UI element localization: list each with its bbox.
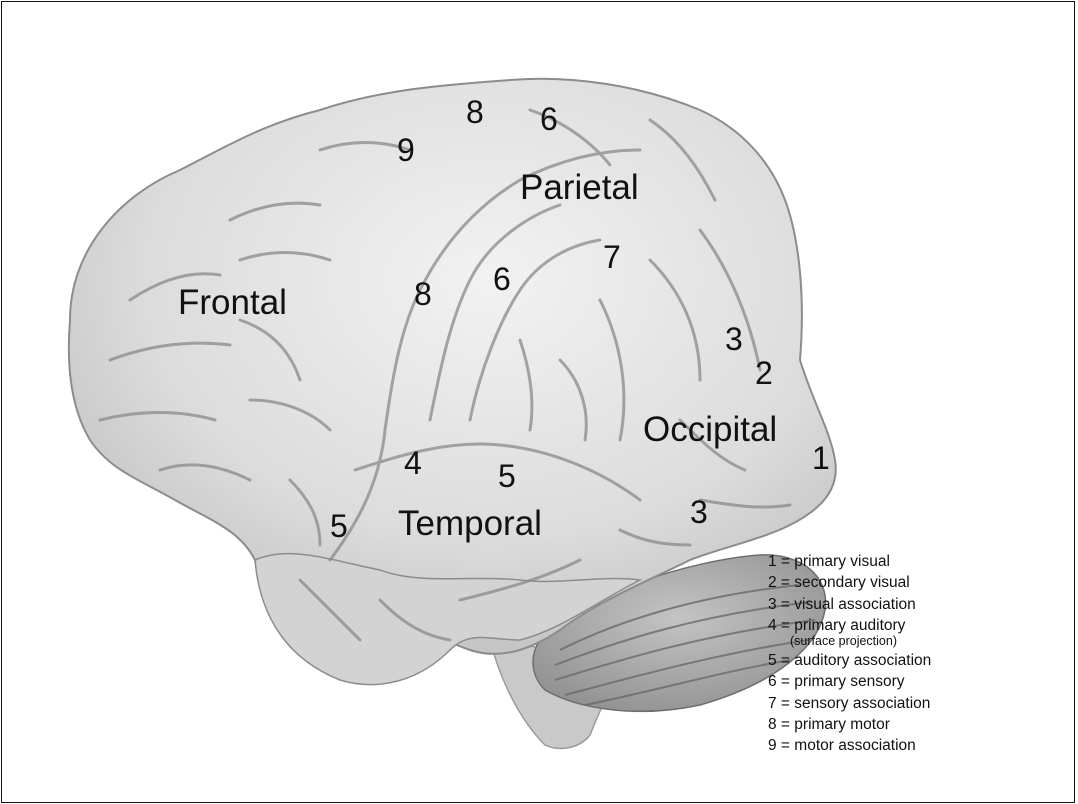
legend: 1 = primary visual 2 = secondary visual …: [768, 551, 931, 757]
area-number-5-left: 5: [330, 510, 348, 542]
area-number-4: 4: [404, 447, 422, 479]
legend-item-1: 1 = primary visual: [768, 551, 931, 572]
legend-item-2: 2 = secondary visual: [768, 572, 931, 593]
area-number-1: 1: [812, 442, 830, 474]
label-parietal: Parietal: [520, 170, 639, 205]
area-number-5-mid: 5: [498, 460, 516, 492]
legend-item-5: 5 = auditory association: [768, 650, 931, 671]
legend-note-4: (surface projection): [768, 633, 931, 650]
legend-item-7: 7 = sensory association: [768, 693, 931, 714]
legend-item-9: 9 = motor association: [768, 735, 931, 756]
legend-item-6: 6 = primary sensory: [768, 671, 931, 692]
area-number-3-lower: 3: [690, 496, 708, 528]
area-number-9-top: 9: [397, 134, 415, 166]
area-number-7: 7: [603, 241, 621, 273]
area-number-2: 2: [755, 357, 773, 389]
label-temporal: Temporal: [398, 506, 542, 541]
label-frontal: Frontal: [178, 285, 287, 320]
area-number-6-mid: 6: [493, 263, 511, 295]
area-number-3-upper: 3: [725, 323, 743, 355]
label-occipital: Occipital: [643, 412, 777, 447]
area-number-8-mid: 8: [414, 278, 432, 310]
area-number-6-top: 6: [540, 103, 558, 135]
area-number-8-top: 8: [466, 96, 484, 128]
legend-item-3: 3 = visual association: [768, 594, 931, 615]
legend-item-8: 8 = primary motor: [768, 714, 931, 735]
